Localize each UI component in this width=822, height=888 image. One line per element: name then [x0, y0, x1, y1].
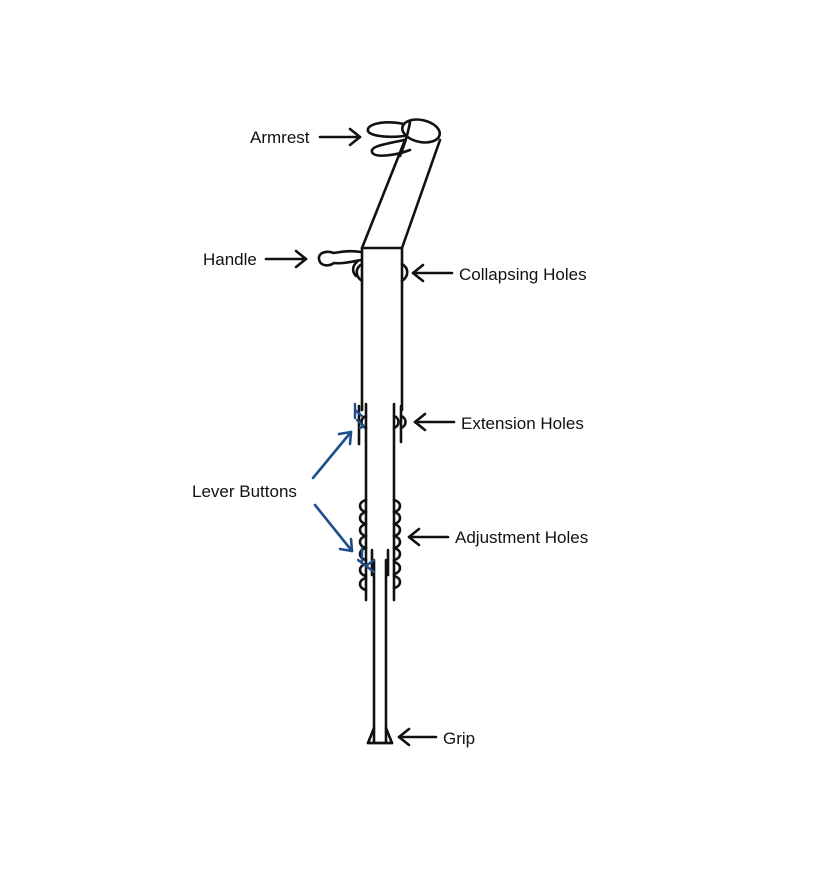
adjustment-holes-right [392, 498, 402, 590]
lever-buttons-arrow-upper [311, 430, 353, 480]
grip-shape [366, 726, 394, 745]
handle-label: Handle [203, 250, 257, 269]
callout-arrows [264, 127, 456, 747]
handle-arrow [264, 249, 308, 269]
lever-buttons-arrow-lower [313, 503, 354, 553]
armrest-shape [366, 118, 442, 158]
handle-shape [317, 249, 363, 278]
extension-holes-label: Extension Holes [461, 414, 584, 433]
grip-arrow [397, 727, 438, 747]
extension-holes-arrow [413, 412, 456, 432]
collapsing-holes-arrow [411, 263, 454, 283]
upper-tube [360, 246, 404, 412]
armrest-arrow [318, 127, 362, 147]
adjustment-holes-arrow [407, 527, 450, 547]
lever-button-lower [356, 546, 376, 574]
extension-holes-shape [360, 414, 407, 430]
crutch-illustration [317, 118, 442, 745]
upper-angled-shaft [360, 138, 442, 250]
collapsing-holes-shape [355, 262, 409, 283]
adjustment-holes-left [358, 498, 368, 592]
adjustment-holes-label: Adjustment Holes [455, 528, 588, 547]
grip-label: Grip [443, 729, 475, 748]
lever-button-upper [353, 402, 366, 430]
middle-tube [357, 402, 403, 602]
lower-leg-tube [372, 558, 388, 744]
armrest-label: Armrest [250, 128, 310, 147]
collapsing-holes-label: Collapsing Holes [459, 265, 587, 284]
callout-labels: Armrest Handle Collapsing Holes Extensio… [192, 128, 588, 748]
lever-buttons-label: Lever Buttons [192, 482, 297, 501]
